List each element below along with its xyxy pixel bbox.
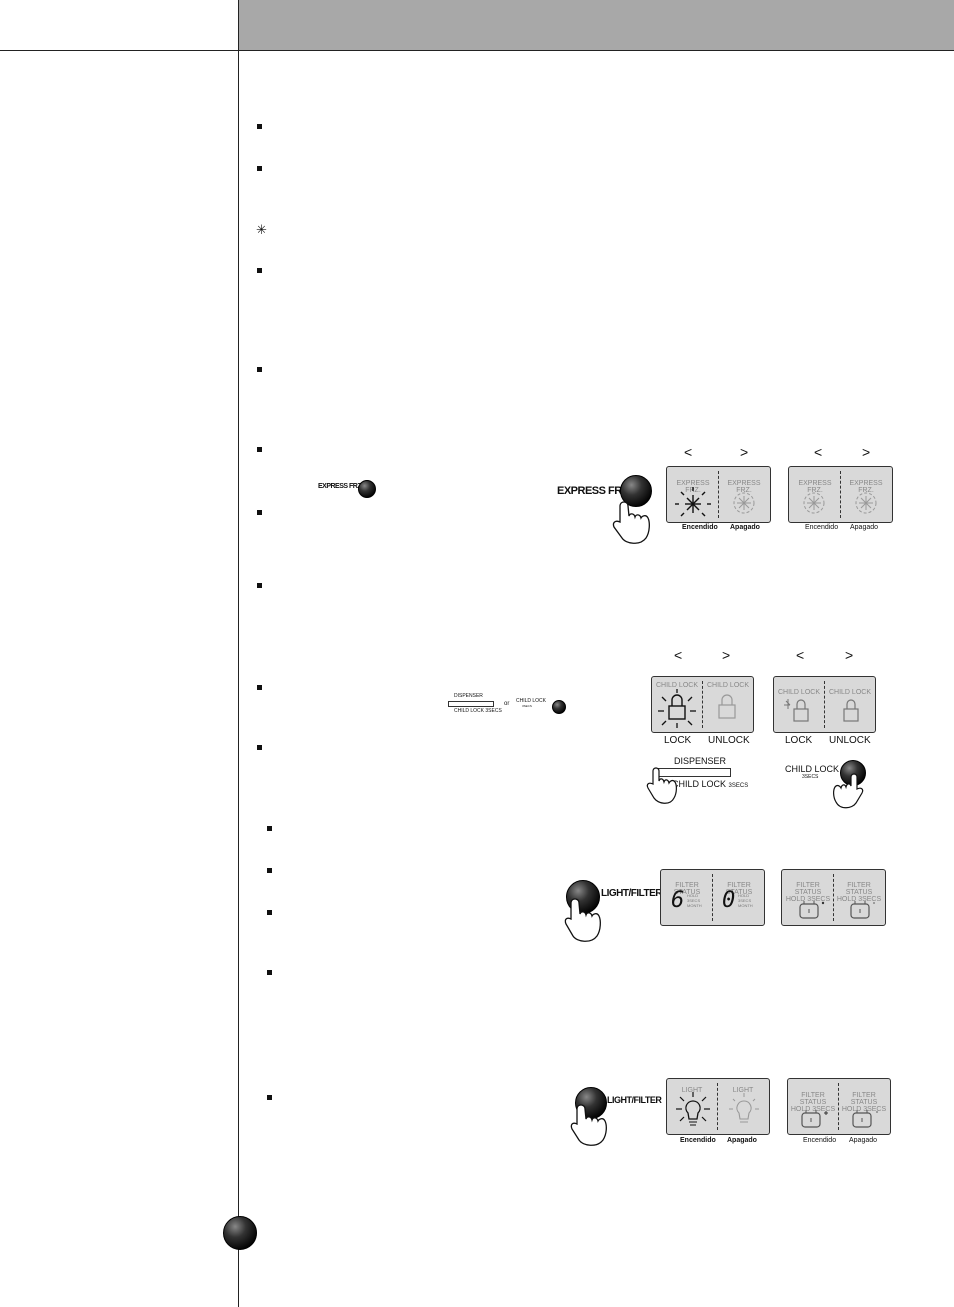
bullet (267, 970, 272, 975)
express-off-label: Apagado (730, 524, 760, 531)
filter-icon (798, 900, 826, 920)
child-lock-button-secs: 3SECS (802, 774, 818, 780)
bullet (257, 745, 262, 750)
child-lock-panel-title: CHILD LOCK (827, 689, 873, 696)
hand-press-icon (610, 500, 654, 546)
unlock-label: UNLOCK (829, 735, 871, 746)
arrow-right: > (740, 444, 748, 460)
hand-press-icon (562, 897, 604, 945)
snowflake-dim-icon (801, 490, 827, 516)
child-lock-inline-label: CHILD LOCK 3SECS (454, 708, 502, 714)
hand-press-icon (568, 1103, 610, 1149)
express-panel-b: EXPRESS FRZ. EXPRESS FRZ. (788, 466, 893, 523)
light-panel-a: LIGHT LIGHT (666, 1078, 770, 1135)
bullet (257, 268, 262, 273)
child-lock-label-big: CHILD LOCK 3SECS (672, 779, 748, 789)
margin-rule (238, 0, 239, 1307)
express-on-label: Encendido (805, 524, 838, 531)
child-lock-inline-button[interactable] (552, 700, 566, 714)
light-on-label: Encendido (680, 1137, 716, 1144)
lock-dim-icon (716, 693, 738, 721)
express-on-label: Encendido (682, 524, 718, 531)
filter-months-b: 0 (722, 888, 735, 913)
bullet (257, 447, 262, 452)
bullet (267, 868, 272, 873)
child-lock-panel-a: CHILD LOCK CHILD LOCK (651, 676, 754, 733)
dispenser-label: DISPENSER (674, 756, 726, 766)
light-filter-label: LIGHT/FILTER (607, 1095, 661, 1105)
bullet (257, 685, 262, 690)
arrow-right: > (845, 647, 853, 663)
child-lock-panel-title: CHILD LOCK (654, 682, 700, 689)
dispenser-inline-label: DISPENSER (454, 693, 483, 699)
snowflake-icon: ✳ (256, 222, 267, 238)
snowflake-dim-icon (853, 490, 879, 516)
child-lock-inline-secs: 3SECS (522, 704, 532, 708)
lock-label: LOCK (785, 735, 812, 746)
child-lock-panel-title: CHILD LOCK (705, 682, 751, 689)
hand-press-icon (644, 766, 680, 806)
header-bar (239, 0, 954, 50)
bulb-lit-icon (673, 1091, 713, 1131)
bulb-dim-icon (724, 1091, 764, 1131)
bullet (267, 910, 272, 915)
lock-dim-icon (836, 697, 866, 725)
express-off-label: Apagado (850, 524, 878, 531)
express-frz-inline-button[interactable] (358, 480, 376, 498)
light-off-label: Apagado (727, 1137, 757, 1144)
bullet (267, 1095, 272, 1100)
light-on-label: Encendido (803, 1137, 836, 1144)
dispenser-inline: DISPENSER CHILD LOCK 3SECS or CHILD LOCK… (448, 693, 588, 719)
express-frz-inline: EXPRESS FRZ. (318, 480, 378, 498)
bullet (267, 826, 272, 831)
snowflake-dim-icon (731, 490, 757, 516)
header-left (0, 0, 238, 50)
lock-dim-icon (784, 697, 814, 725)
arrow-right: > (862, 444, 870, 460)
child-lock-panel-title: CHILD LOCK (776, 689, 822, 696)
express-panel-a: EXPRESS FRZ. EXPRESS FRZ. (666, 466, 771, 523)
arrow-left: < (814, 444, 822, 460)
arrow-left: < (684, 444, 692, 460)
filter-icon (800, 1109, 834, 1129)
lock-label: LOCK (664, 735, 691, 746)
or-label: or (504, 701, 509, 707)
dispenser-slot[interactable] (448, 701, 494, 707)
light-filter-label: LIGHT/FILTER (601, 888, 662, 899)
header-divider (0, 50, 954, 51)
filter-icon (849, 900, 877, 920)
bullet (257, 124, 262, 129)
arrow-left: < (674, 647, 682, 663)
arrow-right: > (722, 647, 730, 663)
child-lock-panel-b: CHILD LOCK CHILD LOCK (773, 676, 876, 733)
page-marker-ball (223, 1216, 257, 1250)
bullet (257, 583, 262, 588)
lock-lit-icon (656, 689, 698, 729)
arrow-left: < (796, 647, 804, 663)
filter-icon (851, 1109, 881, 1129)
bullet (257, 367, 262, 372)
light-off-label: Apagado (849, 1137, 877, 1144)
bullet (257, 510, 262, 515)
child-lock-button-label: CHILD LOCK (785, 764, 839, 774)
express-frz-inline-label: EXPRESS FRZ. (318, 483, 363, 490)
hand-press-icon (832, 772, 866, 810)
snowflake-lit-icon (675, 487, 711, 521)
bullet (257, 166, 262, 171)
unlock-label: UNLOCK (708, 735, 750, 746)
filter-months-a: 6 (671, 888, 684, 913)
